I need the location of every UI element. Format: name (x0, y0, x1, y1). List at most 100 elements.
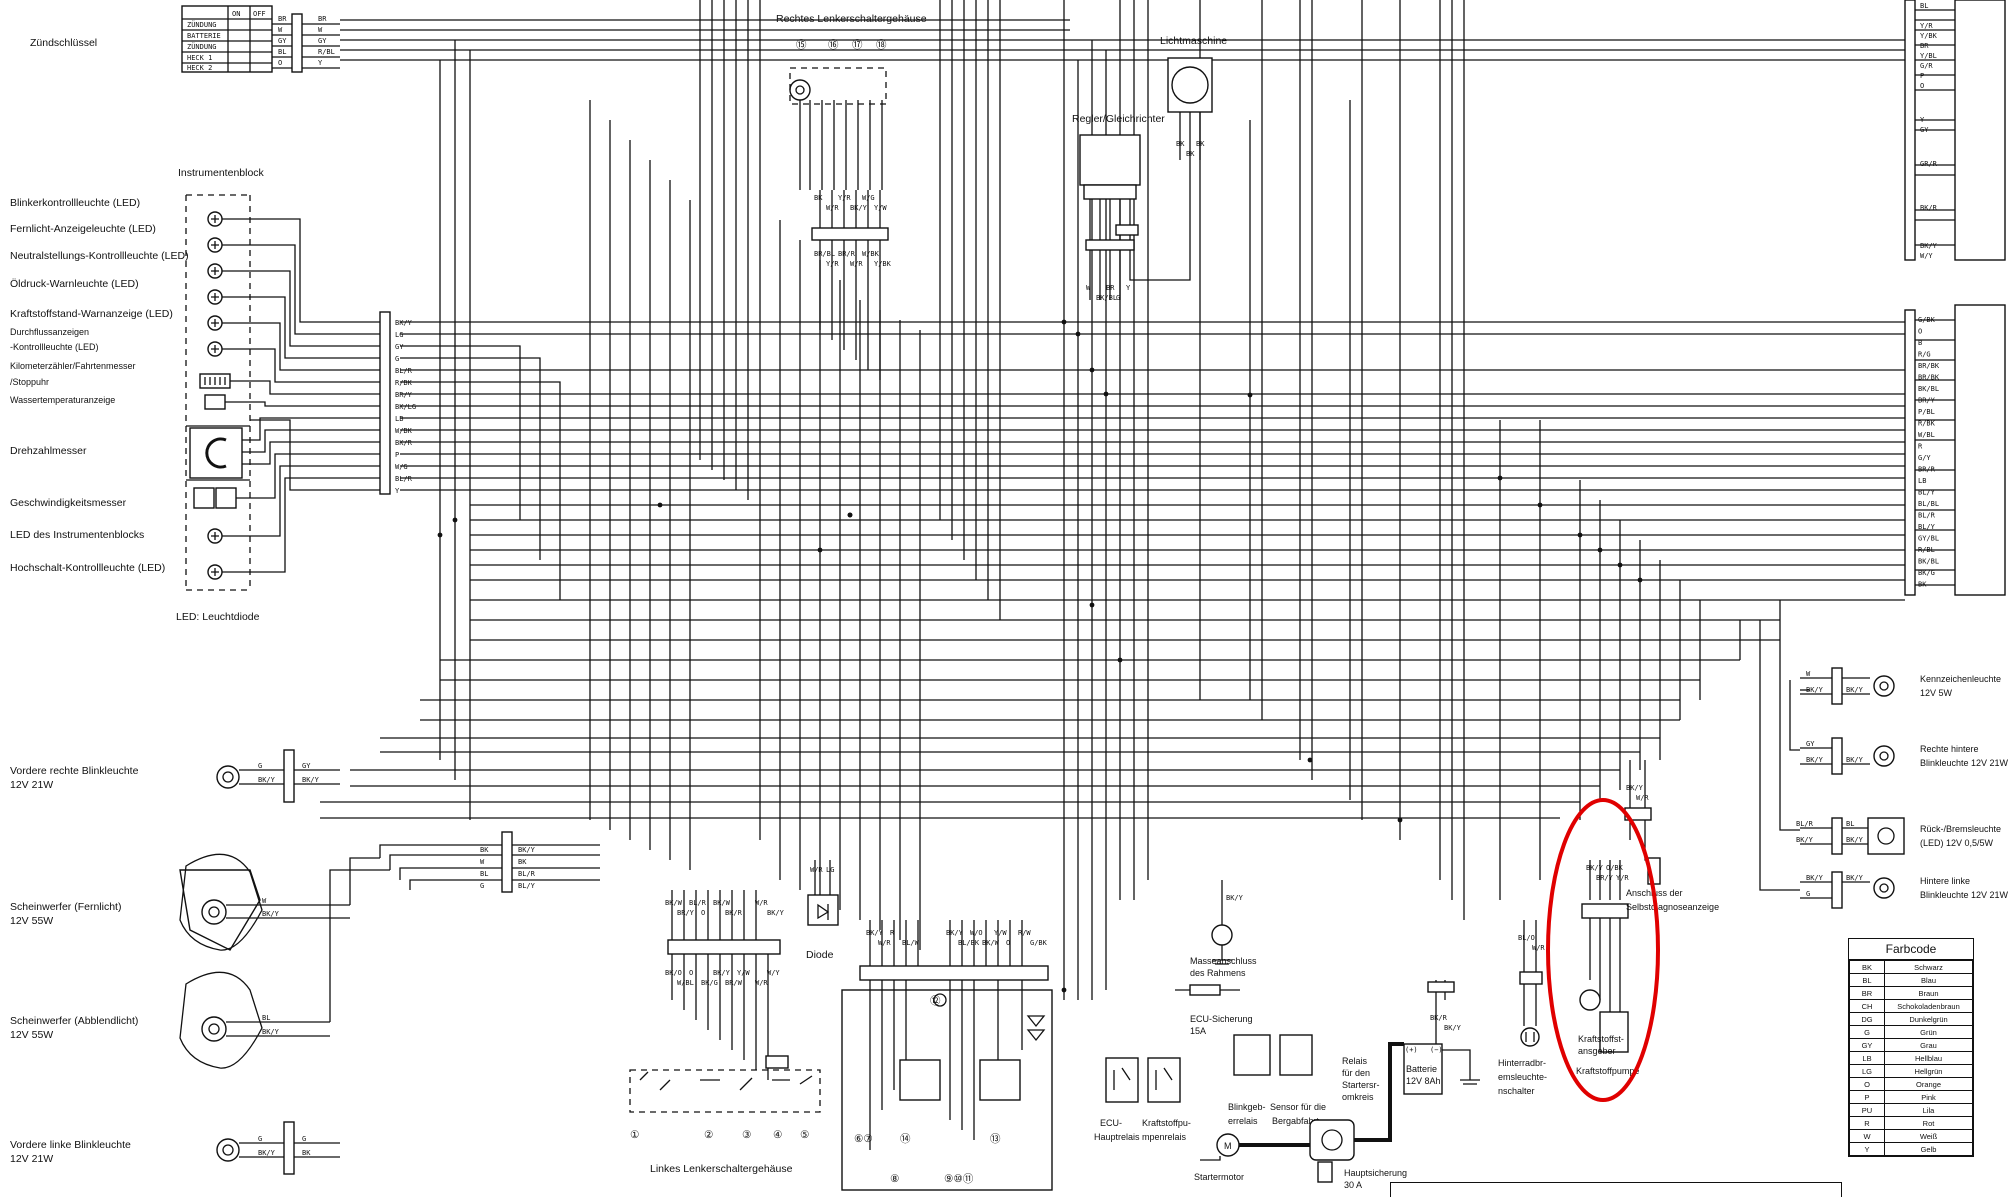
wire-code: BL/R (689, 899, 707, 907)
circled-number: ⑭ (900, 1133, 911, 1145)
fuel-pump-relay (1147, 1057, 1181, 1103)
rear-right-spec: Blinkleuchte 12V 21W (1920, 758, 2009, 768)
ign-row-5: HECK 2 (187, 64, 212, 72)
diode-label: Diode (806, 949, 834, 961)
fuel-pump-relay-label: Kraftstoffpu- (1142, 1118, 1191, 1128)
wire-code: BK/Y (262, 910, 280, 918)
wire-code: BR (318, 15, 327, 23)
battery-pole: (−) (1430, 1046, 1443, 1054)
wire-code: W (278, 26, 283, 34)
legend-title: Farbcode (1849, 939, 1973, 960)
wire-code: BK/W (665, 899, 683, 907)
wire-code: BR/W (725, 979, 743, 987)
circled-number: ③ (742, 1129, 752, 1141)
wire-code: G/BK (1918, 316, 1936, 324)
wire-code: LG (826, 866, 834, 874)
speedometer-digit (215, 487, 237, 509)
main-fuse-label: Hauptsicherung (1344, 1168, 1407, 1178)
headlight-low-spec: 12V 55W (10, 1029, 53, 1041)
fuel-level-label: ansgeber (1578, 1046, 1616, 1056)
wire-code: W (1806, 670, 1811, 678)
wire-code: BK (1186, 150, 1195, 158)
legend-color-name: Grün (1884, 1025, 1973, 1039)
ecu-connector-top: BL Y/R Y/BK BR Y/BL G/R P O Y GY GR/R BK… (1904, 0, 2006, 261)
wire-code: R (890, 929, 895, 937)
wire-code: BK/R (395, 439, 413, 447)
front-right-blinker: G BK/Y GY BK/Y (216, 749, 340, 803)
instr-item: Hochschalt-Kontrollleuchte (LED) (10, 562, 165, 574)
instr-item: Drehzahlmesser (10, 445, 87, 457)
wire-code: Y/R (826, 260, 839, 268)
wire-code: BK/Y (767, 909, 785, 917)
wire-code: BK (1176, 140, 1185, 148)
wire-code: BR (278, 15, 287, 23)
wire-code: BL/R (395, 367, 413, 375)
fuel-pump-label: Kraftstoffpumpe (1576, 1066, 1639, 1076)
left-housing-label: Linkes Lenkerschaltergehäuse (650, 1163, 793, 1175)
instr-item: Neutralstellungs-Kontrollleuchte (LED) (10, 250, 189, 262)
wire-code: BK/Y (1846, 686, 1864, 694)
wire-code: GY (395, 343, 404, 351)
starter-motor-label: Startermotor (1194, 1172, 1244, 1182)
wire-code: BK (302, 1149, 311, 1157)
circled-number: ② (704, 1129, 714, 1141)
wire-code: W/R (755, 979, 768, 987)
wire-code: Y/W (994, 929, 1007, 937)
led-note: LED: Leuchtdiode (176, 611, 260, 623)
tip-over-sensor (1279, 1034, 1313, 1076)
bottom-note-box (1390, 1182, 1842, 1197)
legend-color-name: Weiß (1884, 1129, 1973, 1143)
wire-code: R/BL (1918, 546, 1935, 554)
tip-sensor-label: Bergabfahrt (1272, 1116, 1320, 1126)
wire-code: Y/R (1616, 874, 1629, 882)
legend-color-name: Schokoladenbraun (1884, 999, 1973, 1013)
wire-code: BK/Y (1846, 874, 1864, 882)
wire-code: O (701, 909, 705, 917)
wire-code: R/BK (1918, 420, 1936, 428)
headlight-high: W BK/Y (179, 853, 350, 951)
circled-number: ⑫ (930, 995, 941, 1007)
wire-code: W/R (1636, 794, 1649, 802)
legend-color-name: Pink (1884, 1090, 1973, 1104)
wire-code: BR/BK (1918, 362, 1940, 370)
legend-color-name: Dunkelgrün (1884, 1012, 1973, 1026)
battery-label: Batterie (1406, 1064, 1437, 1074)
relay-block: ⑥⑦ ⑭ ⑬ ⑫ ⑧ ⑨⑩⑪ BK/Y W/R R BL/W BK/Y BL/B… (841, 920, 1053, 1191)
wire-code: G/Y (1918, 454, 1931, 462)
wire-code: Y/W (874, 204, 887, 212)
wire-code: G/BK (1030, 939, 1048, 947)
legend-code: CH (1849, 999, 1885, 1013)
wire-code: B (1918, 339, 1922, 347)
wire-code: W (480, 858, 485, 866)
wire-code: BR/BK (1918, 374, 1940, 382)
instrument-block (185, 194, 391, 591)
wire-code: BK/Y (1920, 242, 1938, 250)
license-light-spec: 12V 5W (1920, 688, 1953, 698)
starter-relay-label: für den (1342, 1068, 1370, 1078)
fuel-pump-relay-label: mpenrelais (1142, 1132, 1187, 1142)
fuel-pump-assembly: BK/Y BR/Y O/BK Y/R BK/Y W/R (1579, 760, 1661, 1053)
wire-code: Y/R (838, 194, 851, 202)
highlight-circle (1546, 798, 1660, 1102)
instr-item: Kraftstoffstand-Warnanzeige (LED) (10, 308, 173, 320)
wire-code: BK/Y (850, 204, 868, 212)
rear-brake-label: nschalter (1498, 1086, 1535, 1096)
legend-code: PU (1849, 1103, 1885, 1117)
legend-color-name: Schwarz (1884, 960, 1973, 974)
circled-number: ⑯ (828, 39, 839, 51)
starter-motor: M (1200, 1133, 1310, 1161)
legend-code: BL (1849, 973, 1885, 987)
wire-code: R/G (1918, 351, 1931, 359)
wire-code: BK (1918, 581, 1927, 589)
front-left-blinker-spec: 12V 21W (10, 1153, 53, 1165)
wire-code: W/R (810, 866, 823, 874)
wire-code: BK/Y (262, 1028, 280, 1036)
ecu-connector-bottom (1904, 304, 2006, 596)
wire-code: P (395, 451, 399, 459)
led-icons (207, 211, 223, 357)
wire-code: O (1918, 328, 1922, 336)
legend-code: DG (1849, 1012, 1885, 1026)
ignition-wire-codes: BR W GY BL O BR W GY R/BL Y (278, 15, 335, 67)
